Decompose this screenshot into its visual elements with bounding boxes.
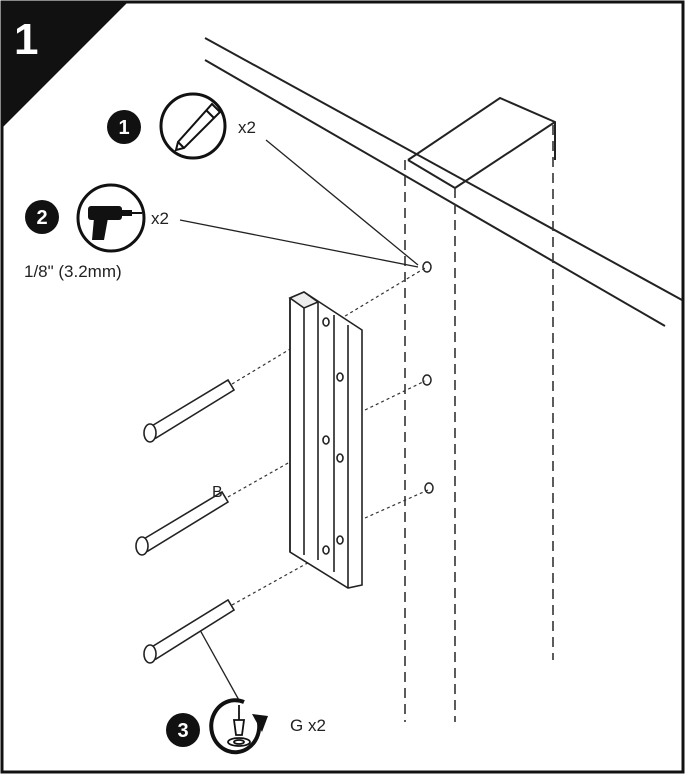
pilot-hole bbox=[422, 374, 432, 386]
pilot-holes bbox=[422, 261, 434, 494]
leader-lines bbox=[179, 139, 419, 703]
screwdriver-rotate-icon bbox=[227, 705, 251, 747]
rotate-arrow bbox=[209, 698, 262, 755]
callout-2: 2 bbox=[25, 183, 146, 253]
callout-1-quantity: x2 bbox=[238, 118, 256, 137]
badge-1 bbox=[107, 110, 141, 144]
pencil-icon bbox=[174, 102, 222, 152]
step-number: 1 bbox=[14, 15, 39, 64]
callout-3-quantity: G x2 bbox=[290, 716, 326, 735]
step-corner bbox=[2, 2, 128, 128]
mounting-bracket bbox=[288, 291, 363, 589]
badge-2 bbox=[25, 200, 59, 234]
screw bbox=[135, 490, 230, 556]
drill-bit-size: 1/8" (3.2mm) bbox=[24, 262, 122, 281]
screws bbox=[135, 378, 236, 664]
badge-3 bbox=[166, 713, 200, 747]
badge-3-number: 3 bbox=[177, 720, 188, 742]
pilot-hole bbox=[422, 261, 432, 273]
drill-icon bbox=[88, 206, 142, 240]
callout-3: 3 bbox=[166, 698, 268, 755]
pilot-hole bbox=[424, 482, 434, 494]
rotate-arrowhead bbox=[252, 714, 268, 732]
callout-2-quantity: x2 bbox=[151, 209, 169, 228]
callout-1: 1 bbox=[107, 92, 227, 160]
badge-1-number: 1 bbox=[118, 117, 129, 139]
screw bbox=[143, 378, 236, 443]
badge-2-number: 2 bbox=[36, 207, 47, 229]
cabinet-outline bbox=[204, 37, 683, 327]
screw bbox=[143, 598, 236, 664]
part-label-b: B bbox=[212, 484, 223, 501]
hidden-post-lines bbox=[404, 125, 554, 722]
